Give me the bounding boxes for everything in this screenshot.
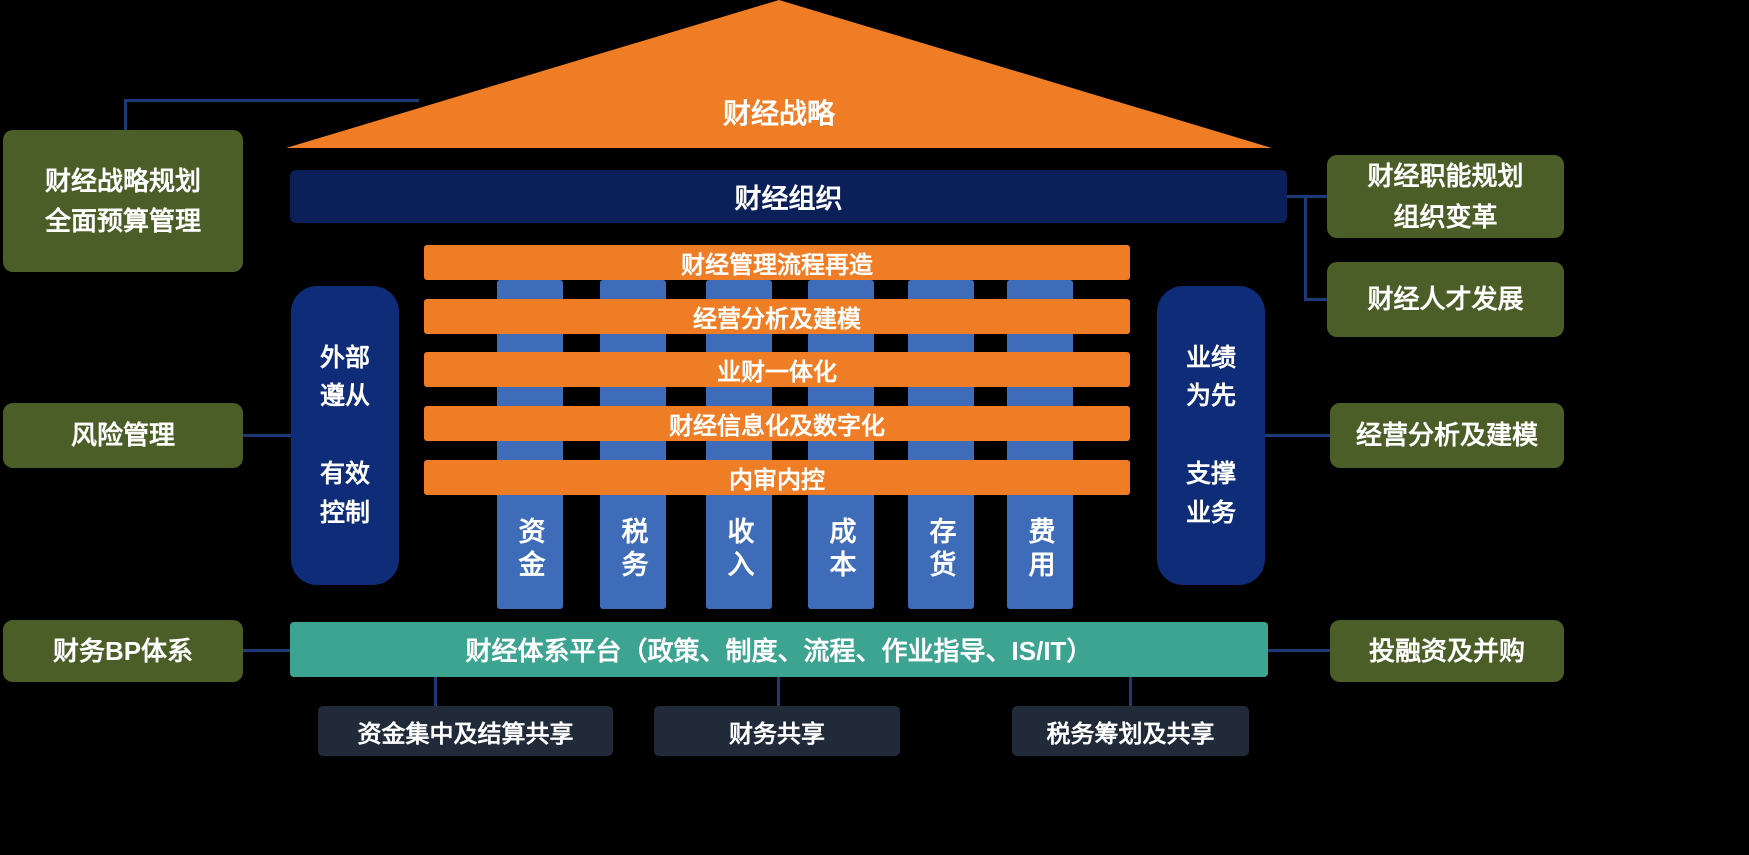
left-box-finance-bp: 财务BP体系 xyxy=(3,620,243,682)
left-box-strategy-budget: 财经战略规划 全面预算管理 xyxy=(3,130,243,272)
bottom-box-treasury-sharing: 资金集中及结算共享 xyxy=(318,706,613,756)
connector-platform-box2 xyxy=(777,677,780,706)
pillar-cost-label: 成本 xyxy=(825,517,856,583)
process-bar-analysis-modeling: 经营分析及建模 xyxy=(424,299,1130,334)
connector-left-top-horizontal xyxy=(124,99,419,102)
platform-bar: 财经体系平台（政策、制度、流程、作业指导、IS/IT） xyxy=(290,622,1268,677)
right-box-investment-ma: 投融资及并购 xyxy=(1330,620,1564,682)
pillar-expense: 费用 xyxy=(1007,280,1073,609)
process-bar-digitalization: 财经信息化及数字化 xyxy=(424,406,1130,441)
pillar-funds: 资金 xyxy=(497,280,563,609)
left-box-risk-management: 风险管理 xyxy=(3,403,243,468)
pillar-funds-label: 资金 xyxy=(514,517,545,583)
connector-right-top-vertical xyxy=(1304,195,1307,301)
pillar-tax: 税务 xyxy=(600,280,666,609)
connector-platform-box1 xyxy=(434,677,437,706)
process-bar-internal-audit: 内审内控 xyxy=(424,460,1130,495)
right-pillar-performance: 业绩 为先 支撑 业务 xyxy=(1157,286,1265,585)
connector-left-top-vertical xyxy=(124,99,127,132)
connector-right-middle xyxy=(1265,434,1330,437)
roof-label: 财经战略 xyxy=(722,98,835,129)
left-pillar-compliance: 外部 遵从 有效 控制 xyxy=(291,286,399,585)
process-bar-integration: 业财一体化 xyxy=(424,352,1130,387)
pillar-expense-label: 费用 xyxy=(1024,517,1055,583)
connector-left-middle xyxy=(243,434,291,437)
connector-right-talent xyxy=(1304,298,1327,301)
bottom-box-finance-sharing: 财务共享 xyxy=(654,706,900,756)
pillar-cost: 成本 xyxy=(808,280,874,609)
right-box-talent-development: 财经人才发展 xyxy=(1327,262,1564,337)
connector-right-bottom xyxy=(1268,649,1330,652)
pillar-revenue: 收入 xyxy=(706,280,772,609)
bottom-box-tax-sharing: 税务筹划及共享 xyxy=(1012,706,1249,756)
pillar-tax-label: 税务 xyxy=(617,517,648,583)
right-box-function-planning: 财经职能规划 组织变革 xyxy=(1327,155,1564,238)
roof-triangle xyxy=(286,0,1272,148)
right-box-analysis-modeling: 经营分析及建模 xyxy=(1330,403,1564,468)
organization-bar: 财经组织 xyxy=(290,170,1287,223)
pillar-revenue-label: 收入 xyxy=(723,517,754,583)
pillar-inventory: 存货 xyxy=(908,280,974,609)
process-bar-reengineering: 财经管理流程再造 xyxy=(424,245,1130,280)
pillar-inventory-label: 存货 xyxy=(925,517,956,583)
connector-left-bottom xyxy=(243,649,290,652)
connector-platform-box3 xyxy=(1129,677,1132,706)
